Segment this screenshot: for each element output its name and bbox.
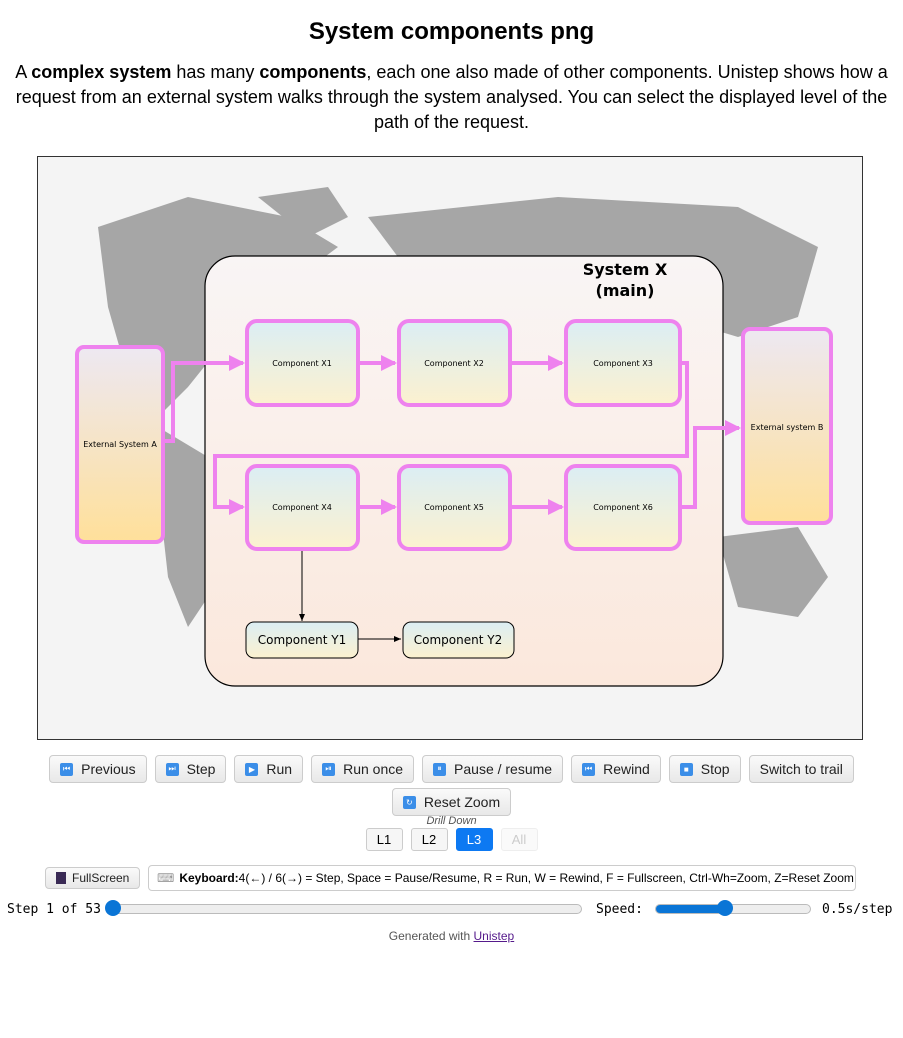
run-button[interactable]: ▶ Run — [234, 755, 304, 783]
component-x4[interactable]: Component X4 — [245, 464, 360, 551]
refresh-icon: ↻ — [402, 795, 416, 809]
keyboard-label: Keyboard: — [179, 871, 239, 885]
previous-icon: ⏮ — [60, 762, 74, 776]
reset-zoom-button[interactable]: ↻ Reset Zoom — [391, 788, 512, 816]
keyboard-help: ⌨ Keyboard:4(←) / 6(→) = Step, Space = Pa… — [148, 865, 856, 891]
step-button[interactable]: ⏭ Step — [154, 755, 227, 783]
stop-label: Stop — [700, 761, 730, 777]
component-x2[interactable]: Component X2 — [397, 319, 512, 407]
page-title: System components png — [308, 18, 595, 45]
svg-text:Component X6: Component X6 — [593, 503, 653, 512]
footer: Generated with Unistep — [0, 929, 903, 943]
rewind-icon: ⏮ — [582, 762, 596, 776]
svg-text:Component Y1: Component Y1 — [258, 633, 346, 647]
step-slider[interactable] — [105, 900, 582, 916]
fullscreen-icon — [56, 872, 66, 884]
rewind-label: Rewind — [603, 761, 650, 777]
svg-text:Component X5: Component X5 — [424, 503, 484, 512]
level-all: All — [500, 828, 538, 851]
play-pause-icon: ⏯ — [322, 762, 336, 776]
svg-text:Component X2: Component X2 — [424, 359, 484, 368]
pause-resume-button[interactable]: ⏸ Pause / resume — [422, 755, 564, 783]
component-x5[interactable]: Component X5 — [397, 464, 512, 551]
svg-text:External System A: External System A — [83, 440, 157, 449]
speed-value: 0.5s/step — [822, 902, 893, 917]
unistep-link[interactable]: Unistep — [473, 929, 515, 943]
intro-text: A complex system has many components, ea… — [15, 62, 888, 132]
pause-label: Pause / resume — [454, 761, 553, 777]
reset-zoom-label: Reset Zoom — [423, 794, 501, 810]
step-slider-thumb[interactable] — [105, 900, 121, 916]
level-l1[interactable]: L1 — [365, 828, 403, 851]
level-l3[interactable]: L3 — [455, 828, 493, 851]
component-x3[interactable]: Component X3 — [564, 319, 682, 407]
stop-button[interactable]: ■ Stop — [668, 755, 741, 783]
speed-slider[interactable] — [655, 900, 811, 916]
step-counter: Step 1 of 53 — [7, 902, 101, 917]
speed-slider-thumb[interactable] — [717, 900, 734, 916]
fullscreen-label: FullScreen — [72, 871, 130, 885]
svg-text:Component Y2: Component Y2 — [414, 633, 502, 647]
svg-text:Component X3: Component X3 — [593, 359, 653, 368]
run-once-label: Run once — [343, 761, 404, 777]
component-x6[interactable]: Component X6 — [564, 464, 682, 551]
level-l2[interactable]: L2 — [410, 828, 448, 851]
svg-text:Component X1: Component X1 — [272, 359, 332, 368]
component-x1[interactable]: Component X1 — [245, 319, 360, 407]
component-y1[interactable]: Component Y1 — [245, 621, 359, 659]
keyboard-text: 4(←) / 6(→) = Step, Space = Pause/Resume… — [238, 871, 854, 885]
component-y2[interactable]: Component Y2 — [402, 621, 515, 659]
step-icon: ⏭ — [165, 762, 179, 776]
run-label: Run — [266, 761, 293, 777]
stop-icon: ■ — [679, 762, 693, 776]
svg-text:External system B: External system B — [751, 423, 824, 432]
system-title: System X — [583, 260, 668, 279]
footer-text: Generated with — [388, 929, 474, 943]
pause-icon: ⏸ — [433, 762, 447, 776]
speed-slider-fill — [656, 905, 726, 913]
switch-trail-button[interactable]: Switch to trail — [748, 755, 854, 783]
keyboard-icon: ⌨ — [157, 871, 175, 885]
run-once-button[interactable]: ⏯ Run once — [311, 755, 415, 783]
step-label: Step — [186, 761, 216, 777]
diagram-canvas[interactable]: System X (main) External System A Extern… — [37, 156, 863, 740]
fullscreen-button[interactable]: FullScreen — [45, 867, 141, 889]
play-icon: ▶ — [245, 762, 259, 776]
rewind-button[interactable]: ⏮ Rewind — [571, 755, 661, 783]
external-system-b[interactable]: External system B — [741, 327, 833, 525]
speed-label: Speed: — [596, 902, 643, 917]
previous-button[interactable]: ⏮ Previous — [49, 755, 147, 783]
previous-label: Previous — [81, 761, 136, 777]
request-path — [165, 355, 741, 515]
svg-text:Component X4: Component X4 — [272, 503, 332, 512]
system-subtitle: (main) — [596, 281, 655, 300]
external-system-a[interactable]: External System A — [75, 345, 165, 544]
drill-down-label: Drill Down — [426, 815, 477, 827]
